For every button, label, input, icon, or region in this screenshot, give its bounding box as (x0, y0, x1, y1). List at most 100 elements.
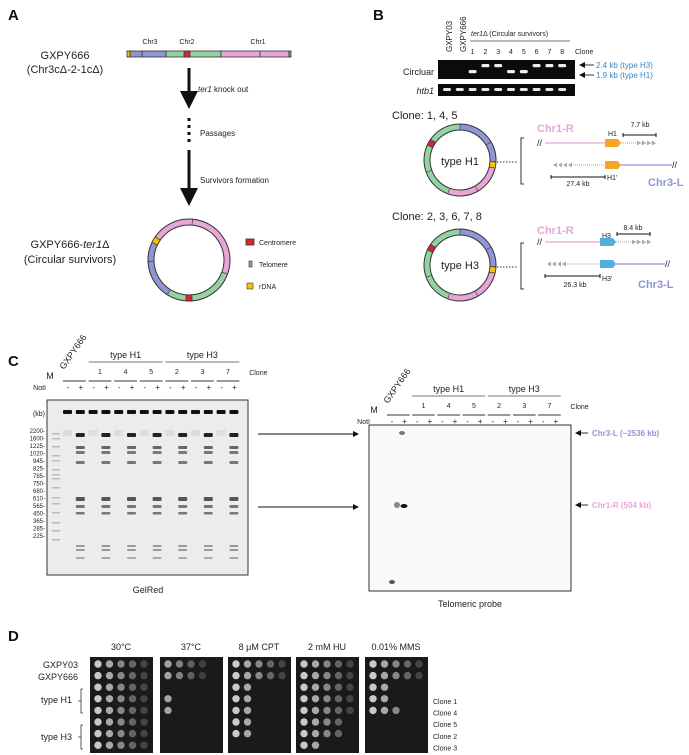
colony-spot (140, 706, 148, 715)
colony-spot (140, 660, 148, 668)
colony-spot (369, 706, 377, 715)
colony-spot (198, 671, 207, 680)
blot-frame (368, 424, 572, 592)
colony-spot (128, 706, 137, 715)
kb-label: (kb) (33, 411, 45, 418)
gel-band (152, 545, 162, 547)
notI-sign: - (195, 383, 198, 392)
gel-band (75, 557, 85, 559)
chromosome-segment (426, 275, 450, 299)
gel-band (75, 545, 85, 547)
ladder-label: 1225- (30, 444, 45, 450)
gel-band (203, 446, 213, 449)
repeat-arrow-icon (647, 239, 651, 245)
panel-label-d: D (8, 628, 19, 645)
colony-spot (300, 683, 308, 691)
left-caption: GelRed (133, 585, 164, 595)
gel-band (101, 497, 111, 501)
notI-sign: - (169, 383, 172, 392)
gel-band (101, 545, 111, 547)
clone-label: Clone (575, 49, 593, 56)
smear (216, 430, 226, 436)
gel-band (203, 545, 213, 547)
gel-band (152, 497, 162, 501)
h3-prime-label: H3' (602, 276, 612, 283)
colony-spot (105, 660, 114, 668)
gel-band (203, 549, 213, 551)
smear (191, 430, 200, 436)
clone-number: 1 (471, 49, 475, 56)
gel-band (203, 433, 213, 437)
ladder-label: 1020- (30, 452, 45, 458)
colony-spot (243, 671, 252, 680)
gel-band (101, 451, 111, 454)
colony-spot (334, 683, 343, 691)
gel-band (178, 451, 188, 454)
colony-spot (380, 683, 389, 691)
gel-band (152, 549, 162, 551)
notI-sign: + (206, 383, 211, 392)
h3-chr1-label: Chr1-R (537, 225, 574, 237)
colony-spot (175, 671, 184, 680)
band-htb1 (443, 88, 451, 91)
well-band (229, 410, 239, 414)
row-label-circular: Circluar (403, 67, 434, 77)
colony-spot (323, 671, 331, 680)
plate (90, 657, 153, 753)
condition-label: 0.01% MMS (371, 642, 420, 652)
gel-band (229, 557, 239, 559)
strain-label: GXPY666 (381, 367, 412, 406)
band-circular (468, 70, 477, 74)
well-band (152, 410, 162, 414)
colony-spot (128, 671, 137, 680)
survivor-strain: GXPY666-ter1Δ (31, 239, 111, 251)
notI-sign: + (478, 417, 483, 426)
band-circular (494, 64, 503, 68)
gel-band (178, 549, 188, 551)
plate (228, 657, 291, 753)
ladder-label: 680- (33, 489, 45, 495)
colony-spot (311, 683, 320, 691)
rdna-icon (488, 160, 497, 169)
clone-label: Clone 5 (433, 722, 457, 729)
well-band (127, 410, 136, 414)
gel-band (101, 433, 111, 437)
telomere-icon (288, 50, 292, 58)
notI-sign: + (181, 383, 186, 392)
gel-band (127, 549, 136, 551)
linear-chromosome (126, 50, 292, 58)
notI-sign: + (427, 417, 432, 426)
colony-spot (175, 660, 184, 668)
chromosome-segment (448, 291, 478, 301)
gel-band (101, 461, 111, 464)
rdna-icon (246, 282, 254, 290)
repeat-arrow-icon (558, 162, 562, 168)
chromosome-segment (189, 272, 227, 301)
ladder-band (52, 503, 60, 505)
repeat-arrow-icon (642, 140, 646, 146)
colony-spot (94, 671, 102, 680)
colony-spot (105, 683, 114, 691)
gel-band (127, 433, 136, 437)
ladder-band (52, 478, 60, 480)
colony-spot (346, 671, 354, 680)
gel-band (203, 505, 213, 508)
clone-number: 6 (535, 49, 539, 56)
colony-spot (300, 706, 308, 715)
gel-band (178, 497, 188, 501)
ladder-label: 825- (33, 467, 45, 473)
gel-band (75, 433, 85, 437)
colony-spot (105, 671, 114, 680)
gel-band (178, 512, 188, 515)
colony-spot (346, 695, 354, 703)
well-band (139, 410, 149, 414)
well-band (216, 410, 226, 414)
enzyme-label: NotI (357, 419, 370, 426)
colony-spot (323, 718, 331, 726)
group-h1: type H1 (41, 695, 72, 705)
band-circular (545, 64, 554, 68)
rdna-icon (488, 265, 497, 274)
gel-band (203, 512, 213, 515)
notI-sign: - (517, 417, 520, 426)
clone-number: 2 (175, 369, 179, 376)
